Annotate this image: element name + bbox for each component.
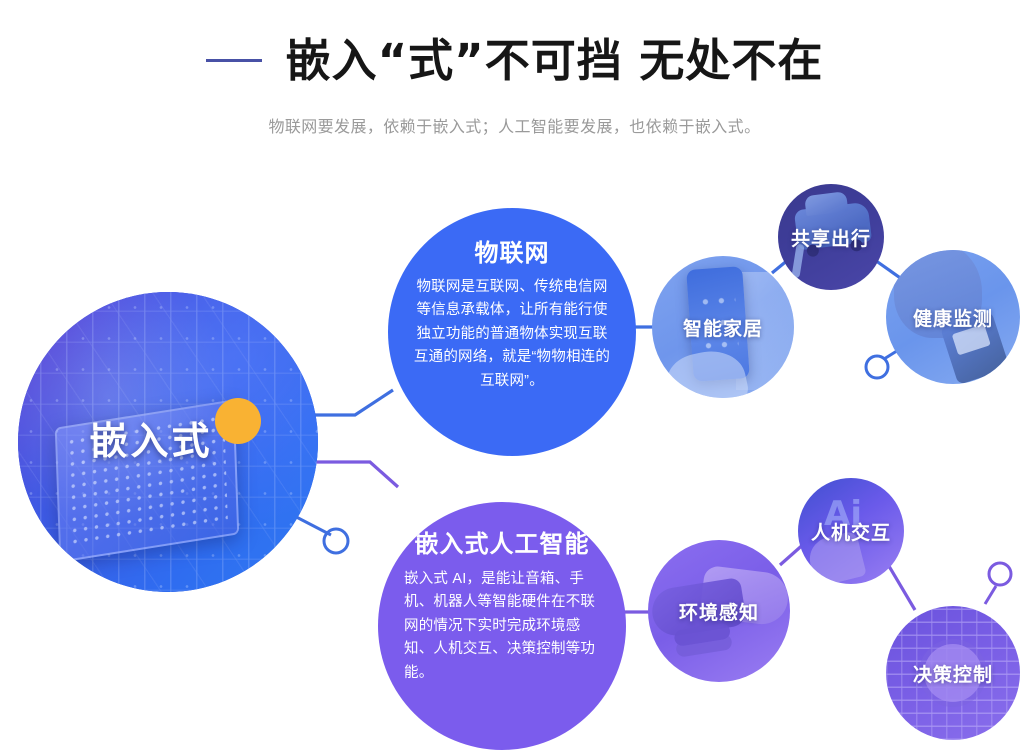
page-title: 嵌入“式”不可挡 无处不在 — [285, 34, 824, 87]
hub-glow — [18, 292, 318, 592]
leaf-label-smart-home: 智能家居 — [682, 317, 763, 340]
shared-mobility-photo — [778, 184, 884, 290]
title-dash-icon — [205, 59, 262, 62]
branch-body-ai: 嵌入式 AI，是能让音箱、手机、机器人等智能硬件在不联网的情况下实时完成环境感知… — [404, 571, 596, 681]
hub-circle-embedded[interactable]: 嵌入式 — [18, 292, 318, 592]
environment-sensing-photo — [648, 540, 790, 682]
leaf-circle-shared-mobility[interactable]: 共享出行 — [778, 184, 884, 290]
hub-node-ring-icon — [322, 527, 350, 555]
connector-decision-node-stem — [983, 585, 998, 605]
decision-node-ring-icon — [987, 561, 1013, 587]
leaf-circle-decision-control[interactable]: 决策控制 — [886, 606, 1020, 740]
leaf-label-shared-mobility: 共享出行 — [790, 227, 871, 250]
leaf-circle-smart-home[interactable]: 智能家居 — [652, 256, 794, 398]
smart-home-photo — [652, 256, 794, 398]
leaf-circle-human-machine-interaction[interactable]: Ai 人机交互 — [798, 478, 904, 584]
decision-control-photo — [886, 606, 1020, 740]
leaf-label-environment-sensing: 环境感知 — [678, 601, 759, 624]
leaf-circle-environment-sensing[interactable]: 环境感知 — [648, 540, 790, 682]
page-header: 嵌入“式”不可挡 无处不在 物联网要发展，依赖于嵌入式；人工智能要发展，也依赖于… — [0, 0, 1029, 160]
branch-title-iot: 物联网 — [474, 239, 550, 267]
branch-title-ai: 嵌入式人工智能 — [414, 530, 590, 558]
leaf-label-decision-control: 决策控制 — [912, 663, 993, 686]
branch-body-iot: 物联网是互联网、传统电信网等信息承载体，让所有能行使独立功能的普通物体实现互联互… — [413, 279, 611, 389]
hci-photo: Ai — [798, 478, 904, 584]
title-row: 嵌入“式”不可挡 无处不在 — [0, 38, 1029, 83]
accent-dot-icon — [215, 398, 261, 444]
leaf-label-human-machine-interaction: 人机交互 — [810, 521, 891, 544]
health-monitoring-photo — [886, 250, 1020, 384]
leaf-label-health-monitoring: 健康监测 — [912, 307, 993, 330]
core-disc-icon — [924, 644, 982, 702]
hub-label: 嵌入式 — [89, 419, 213, 463]
page-subtitle: 物联网要发展，依赖于嵌入式；人工智能要发展，也依赖于嵌入式。 — [268, 119, 761, 136]
leaf-circle-health-monitoring[interactable]: 健康监测 — [886, 250, 1020, 384]
health-node-ring-icon — [864, 354, 890, 380]
ai-watermark-icon: Ai — [824, 494, 862, 534]
branch-circle-iot[interactable]: 物联网 物联网是互联网、传统电信网等信息承载体，让所有能行使独立功能的普通物体实… — [388, 208, 636, 456]
branch-circle-ai[interactable]: 嵌入式人工智能 嵌入式 AI，是能让音箱、手机、机器人等智能硬件在不联网的情况下… — [378, 502, 626, 750]
